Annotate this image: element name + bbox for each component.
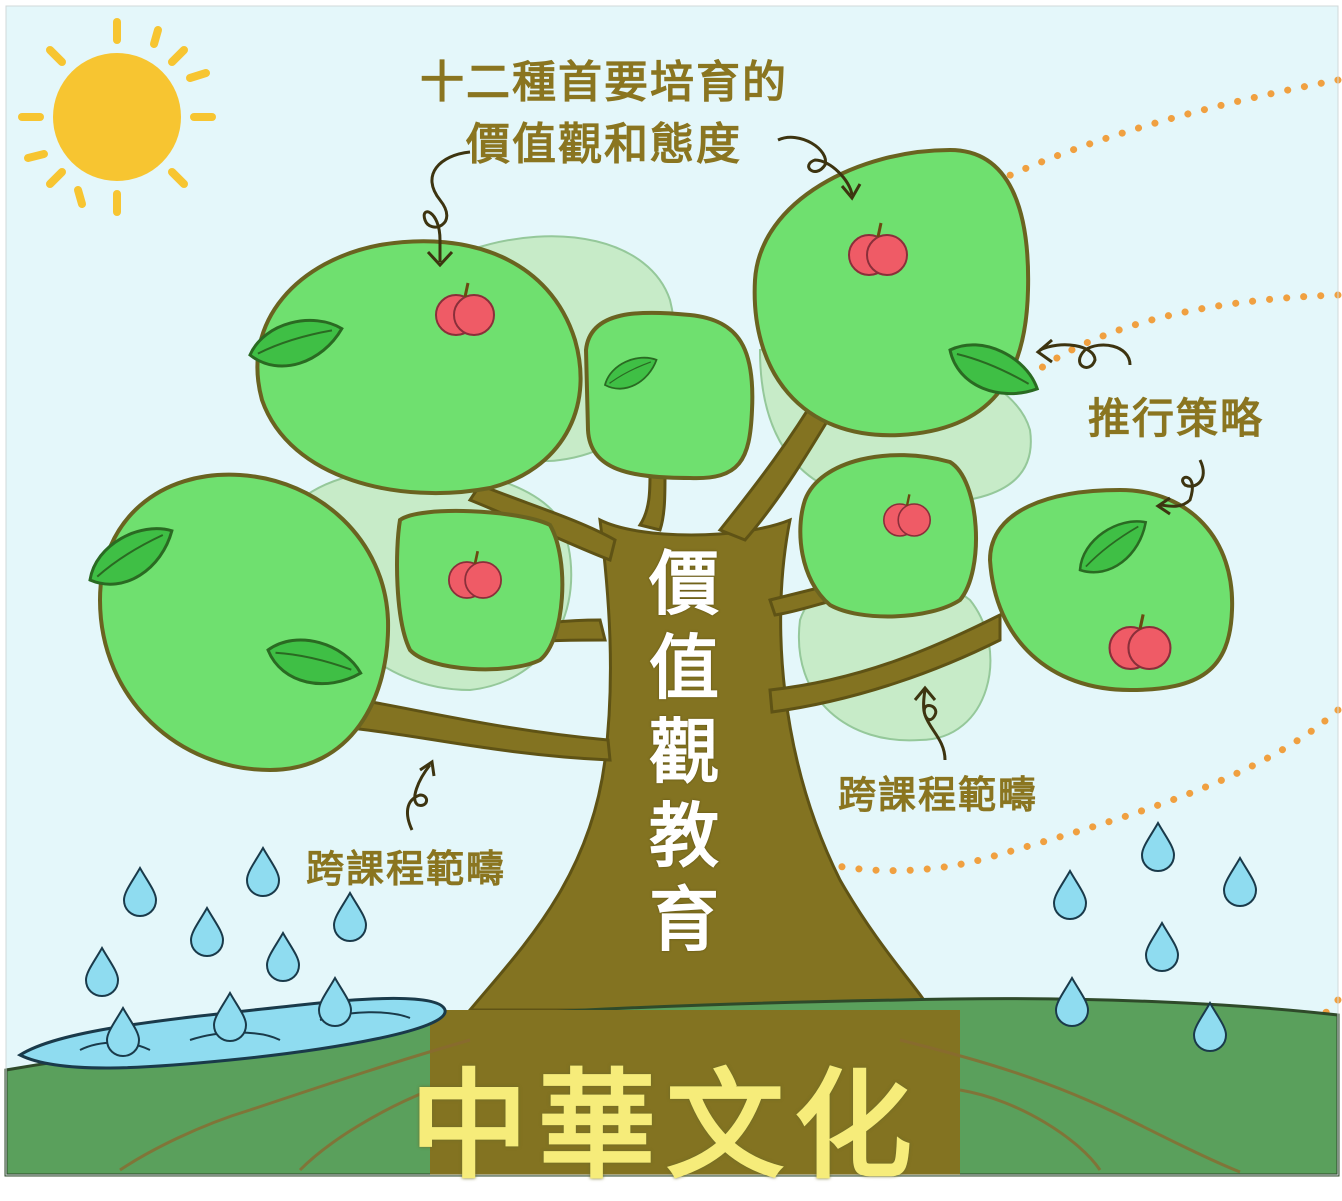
trunk-label: 價 值 觀 教 育 <box>640 542 728 962</box>
trunk-char: 育 <box>649 879 719 961</box>
tree-trunk <box>347 388 1002 1012</box>
curl-arrow-icon <box>406 135 1205 831</box>
ground-label: 中華文化 <box>410 1057 923 1195</box>
top-title-line-2: 價值觀和態度 <box>466 119 742 170</box>
sun-icon <box>18 18 216 216</box>
top-title-line-1: 十二種首要培育的 <box>420 57 788 108</box>
trunk-char: 教 <box>649 795 719 877</box>
trunk-char: 觀 <box>649 711 719 793</box>
strategy-label: 推行策略 <box>1088 394 1265 443</box>
trunk-char: 價 <box>649 543 719 625</box>
cross-curricular-label-right: 跨課程範疇 <box>838 773 1039 817</box>
cross-curricular-label-left: 跨課程範疇 <box>306 847 507 891</box>
frame-border <box>5 5 1339 1176</box>
trunk-char: 值 <box>649 627 719 709</box>
top-title: 十二種首要培育的 價值觀和態度 <box>420 52 788 176</box>
